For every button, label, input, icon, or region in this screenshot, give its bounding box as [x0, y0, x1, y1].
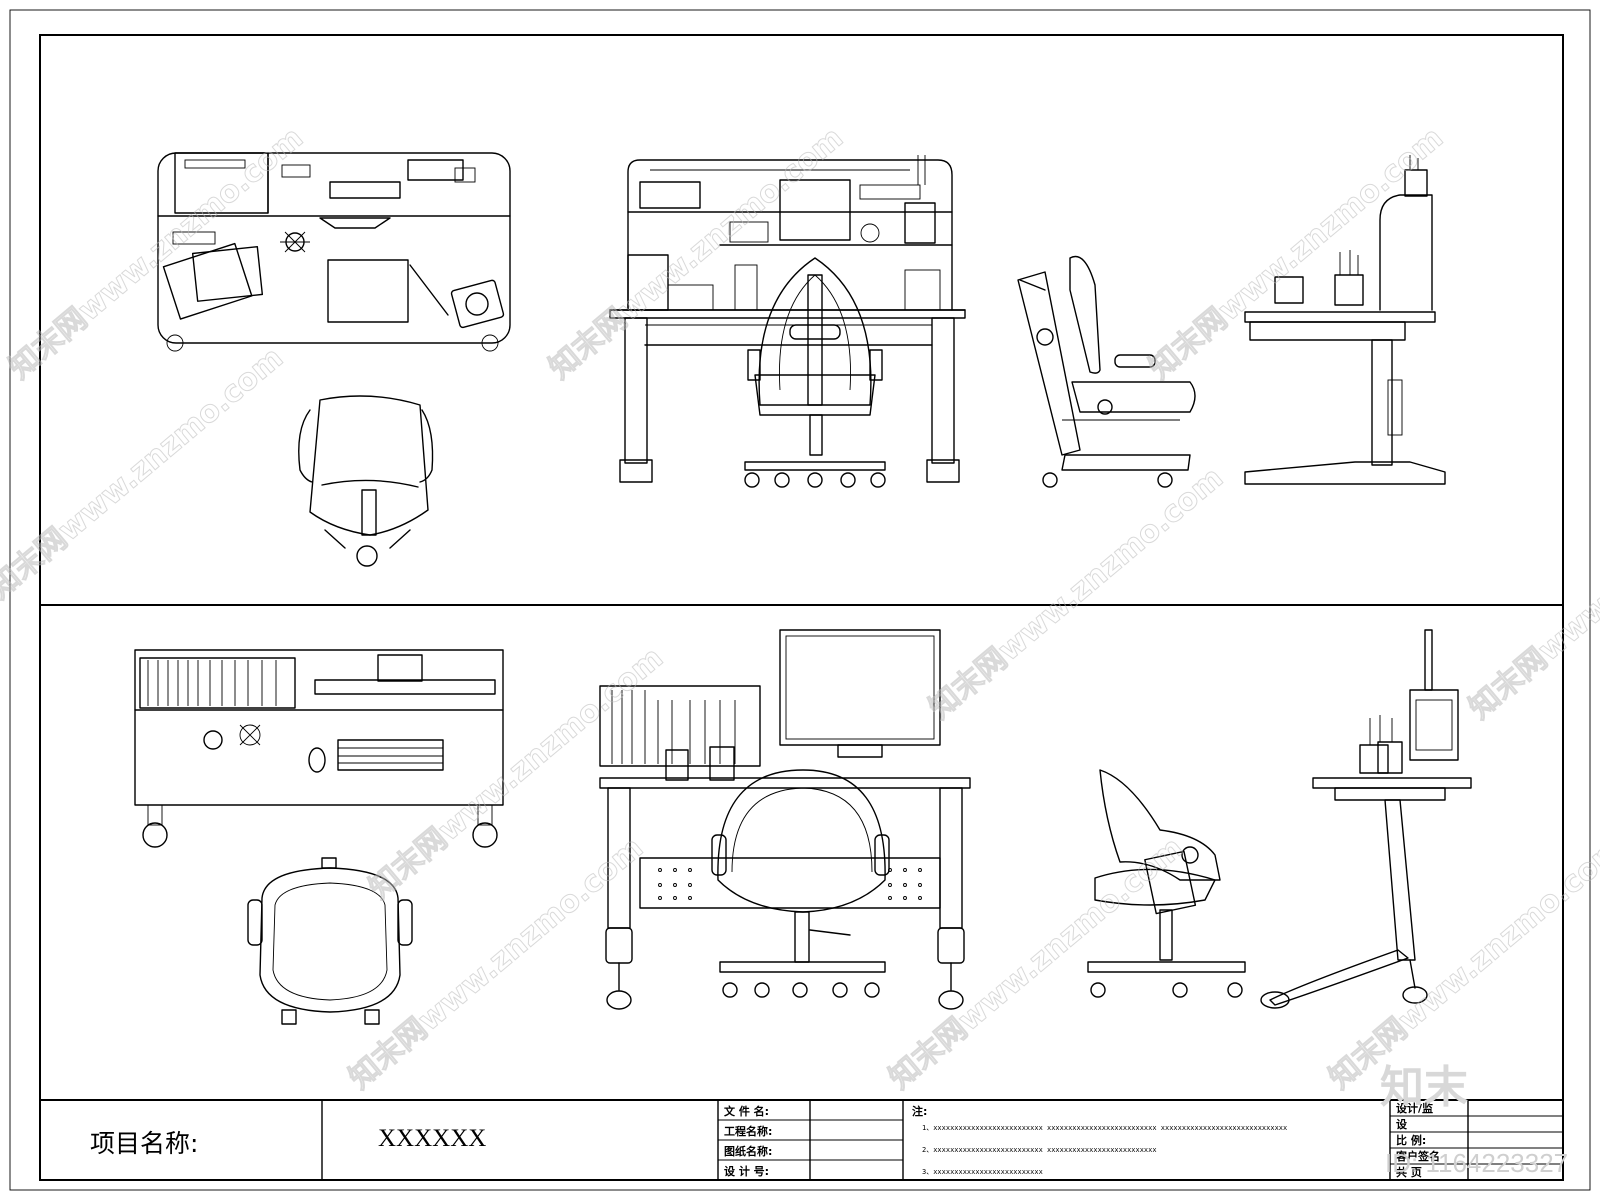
right-field-scale: 比 例: [1396, 1133, 1426, 1147]
watermark-text: 知末网www.znzmo.com [883, 830, 1190, 1096]
watermark-text: 知末网www.znzmo.com [1463, 460, 1600, 726]
field-project-name: 工程名称: [724, 1124, 772, 1138]
right-field-total-pages: 共 页 [1396, 1165, 1422, 1179]
watermark-text: 知末网www.znzmo.com [0, 340, 290, 606]
note-line-2: 2、xxxxxxxxxxxxxxxxxxxxxxxxxx xxxxxxxxxxx… [922, 1146, 1157, 1154]
outer-border [9, 9, 1591, 1191]
right-field-client-signature: 客户签名 [1395, 1149, 1440, 1163]
chair2-side-view [1087, 769, 1246, 998]
right-field-designer: 设计/监 [1396, 1101, 1433, 1115]
field-design-number: 设 计 号: [724, 1164, 769, 1178]
desk2-plan-view [134, 649, 504, 848]
chair1-top-view [298, 395, 434, 567]
watermark-text: 知末网www.znzmo.com [1143, 120, 1450, 386]
desk2-front-view [599, 629, 971, 1010]
chair1-front-view [744, 257, 886, 488]
desk2-side-view [1260, 629, 1472, 1009]
note-line-1: 1、xxxxxxxxxxxxxxxxxxxxxxxxxx xxxxxxxxxxx… [922, 1124, 1287, 1132]
watermark-logo: 知末 [1380, 1062, 1468, 1113]
chair2-front-view [711, 769, 890, 998]
project-name-value: XXXXXX [378, 1125, 486, 1152]
project-name-label: 项目名称: [90, 1129, 198, 1158]
note-line-3: 3、xxxxxxxxxxxxxxxxxxxxxxxxxx [922, 1168, 1043, 1176]
watermark-id: ID: 1164223327 [1385, 1148, 1568, 1178]
right-field-design: 设 [1396, 1117, 1408, 1131]
field-drawing-name: 图纸名称: [724, 1144, 772, 1158]
title-block: 项目名称: XXXXXX 文 件 名: 工程名称: 图纸名称: 设 计 号: 注… [40, 1099, 1563, 1181]
notes-label: 注: [912, 1104, 927, 1118]
drawing-frame [39, 34, 1564, 1181]
watermark-layer: 知末网www.znzmo.com 知末网www.znzmo.com 知末网www… [0, 120, 1600, 1178]
desk1-front-view [609, 155, 966, 483]
watermark-text: 知末网www.znzmo.com [923, 460, 1230, 726]
chair1-side-view [1017, 255, 1196, 488]
watermark-text: 知末网www.znzmo.com [1323, 830, 1600, 1096]
desk1-side-view [1244, 155, 1446, 485]
chair2-top-view [247, 857, 413, 1025]
field-file-name: 文 件 名: [724, 1104, 769, 1118]
desk1-plan-view [157, 152, 511, 352]
